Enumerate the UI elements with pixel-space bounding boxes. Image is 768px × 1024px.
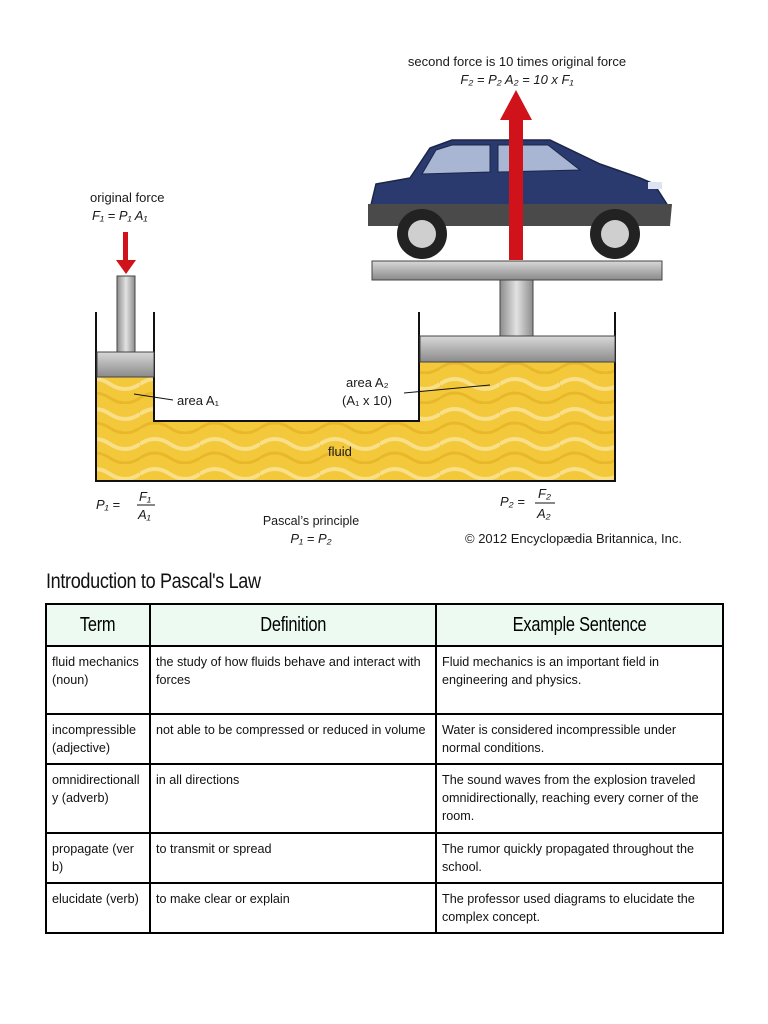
table-row: omnidirectionally (adverb) in all direct… bbox=[45, 763, 724, 834]
example-cell: The rumor quickly propagated throughout … bbox=[435, 832, 724, 884]
term-cell: fluid mechanics (noun) bbox=[45, 645, 151, 715]
vocabulary-table: Term Definition Example Sentence fluid m… bbox=[45, 603, 724, 934]
table-row: incompressible (adjective) not able to b… bbox=[45, 713, 724, 765]
definition-cell: the study of how fluids behave and inter… bbox=[149, 645, 437, 715]
car-platform bbox=[371, 260, 663, 281]
small-force-arrow-icon bbox=[116, 232, 136, 274]
top-caption-line1: second force is 10 times original force bbox=[408, 54, 626, 69]
table-header-row: Term Definition Example Sentence bbox=[45, 603, 724, 647]
p1-numerator: F₁ bbox=[139, 489, 151, 504]
area-large-label-2: (A₁ x 10) bbox=[342, 393, 392, 408]
example-cell: The sound waves from the explosion trave… bbox=[435, 763, 724, 834]
area-large-label-1: area A₂ bbox=[346, 375, 389, 390]
left-caption-line2: F₁ = P₁ A₁ bbox=[92, 208, 148, 223]
fluid-label: fluid bbox=[328, 444, 352, 459]
table-row: propagate (verb) to transmit or spread T… bbox=[45, 832, 724, 884]
example-cell: The professor used diagrams to elucidate… bbox=[435, 882, 724, 934]
section-heading: Introduction to Pascal's Law bbox=[46, 570, 261, 593]
term-cell: incompressible (adjective) bbox=[45, 713, 151, 765]
small-piston-rod bbox=[116, 275, 136, 353]
p2-lhs: P₂ = bbox=[500, 494, 525, 509]
term-cell: elucidate (verb) bbox=[45, 882, 151, 934]
principle-title: Pascal’s principle bbox=[263, 514, 359, 528]
example-cell: Water is considered incompressible under… bbox=[435, 713, 724, 765]
p2-numerator: F₂ bbox=[538, 486, 551, 501]
term-cell: propagate (verb) bbox=[45, 832, 151, 884]
left-cylinder-wall bbox=[95, 312, 616, 482]
term-cell: omnidirectionally (adverb) bbox=[45, 763, 151, 834]
pascal-diagram: second force is 10 times original force … bbox=[80, 44, 690, 556]
definition-cell: in all directions bbox=[149, 763, 437, 834]
p1-denominator: A₁ bbox=[137, 507, 151, 522]
large-piston-head bbox=[419, 335, 616, 363]
left-caption-line1: original force bbox=[90, 190, 164, 205]
definition-cell: not able to be compressed or reduced in … bbox=[149, 713, 437, 765]
area-small-label: area A₁ bbox=[177, 393, 220, 408]
car-icon bbox=[368, 139, 672, 259]
header-term: Term bbox=[45, 603, 151, 647]
header-example: Example Sentence bbox=[435, 603, 724, 647]
large-force-arrow-icon bbox=[500, 90, 532, 260]
principle-equation: P₁ = P₂ bbox=[290, 531, 331, 546]
p1-lhs: P₁ = bbox=[96, 497, 120, 512]
p2-denominator: A₂ bbox=[536, 506, 551, 521]
header-definition: Definition bbox=[149, 603, 437, 647]
top-caption-line2: F₂ = P₂ A₂ = 10 x F₁ bbox=[460, 72, 573, 87]
example-cell: Fluid mechanics is an important field in… bbox=[435, 645, 724, 715]
definition-cell: to transmit or spread bbox=[149, 832, 437, 884]
small-piston-head bbox=[96, 351, 155, 378]
copyright: © 2012 Encyclopædia Britannica, Inc. bbox=[465, 531, 682, 546]
large-piston-rod bbox=[499, 279, 534, 337]
table-row: elucidate (verb) to make clear or explai… bbox=[45, 882, 724, 934]
definition-cell: to make clear or explain bbox=[149, 882, 437, 934]
table-row: fluid mechanics (noun) the study of how … bbox=[45, 645, 724, 715]
